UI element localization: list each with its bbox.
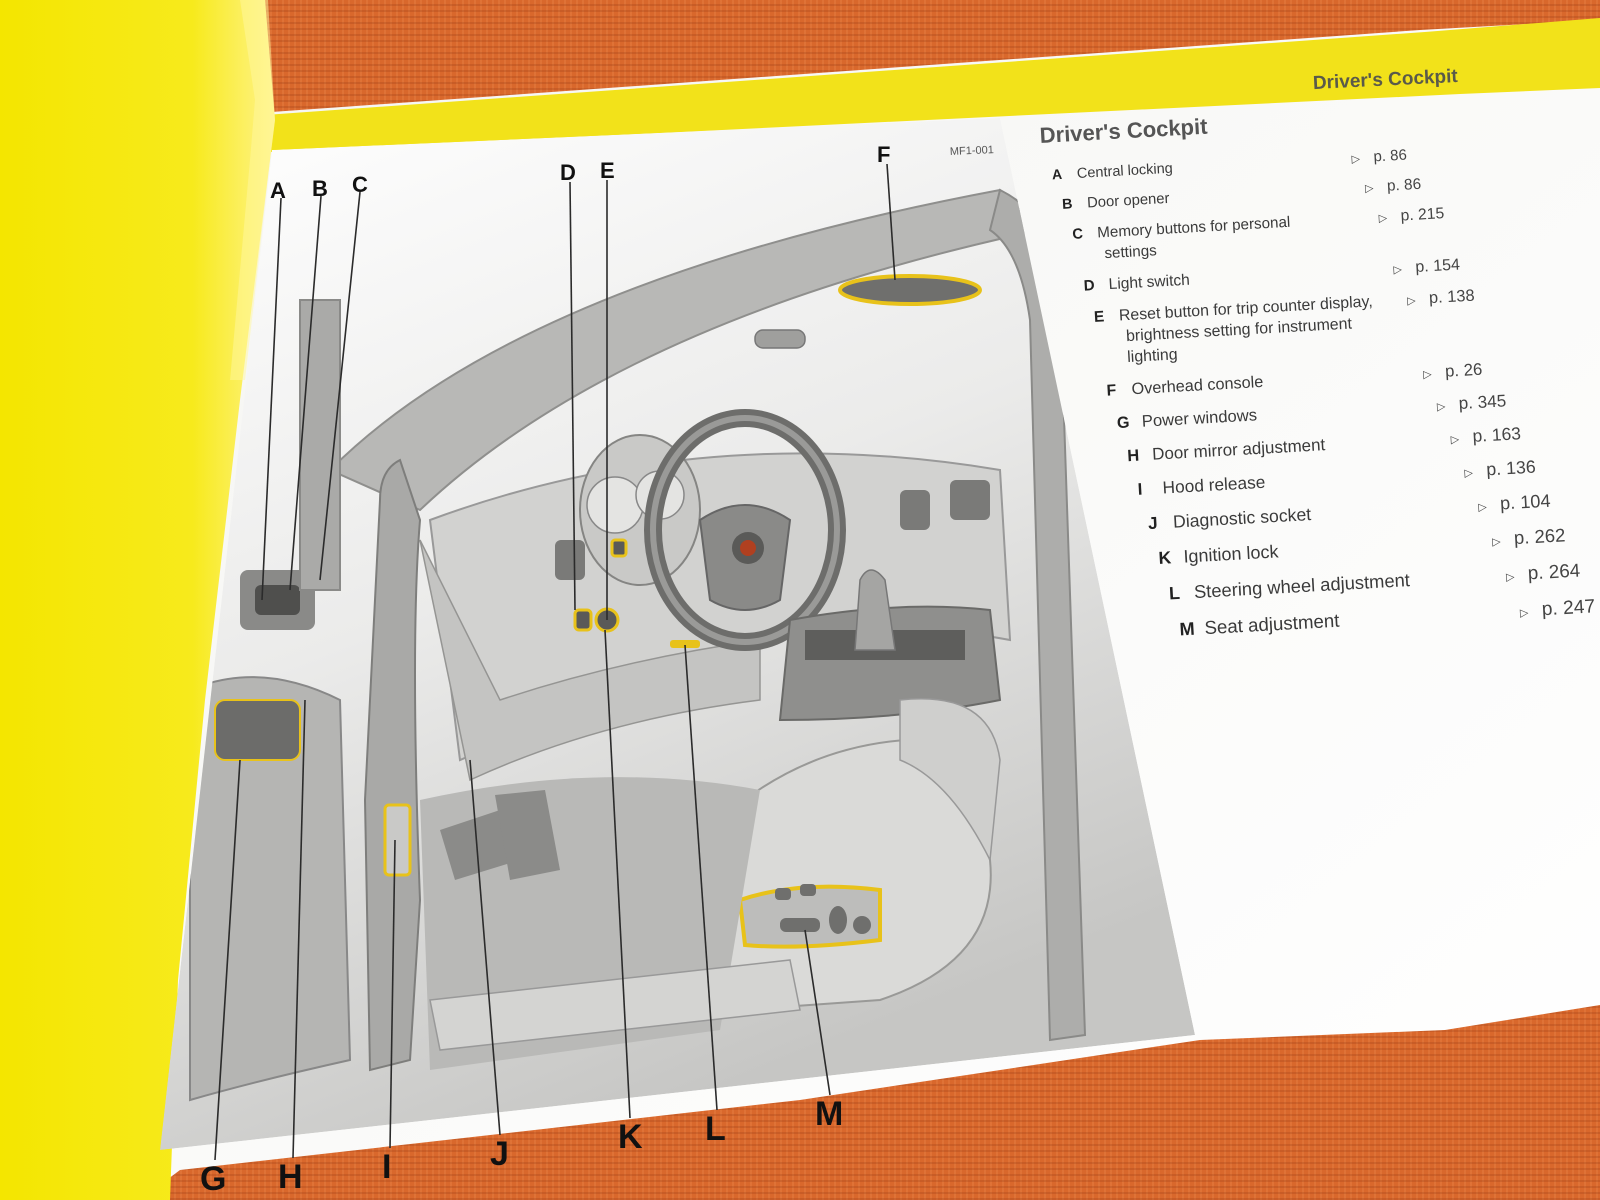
callout-l: L	[705, 1110, 726, 1148]
legend-description: Light switch	[1108, 272, 1190, 294]
page-reference: p. 345	[1458, 391, 1507, 413]
page-reference: p. 136	[1486, 457, 1537, 480]
page-ref-arrow-icon: ▷	[1520, 607, 1530, 619]
page-ref-arrow-icon: ▷	[1478, 501, 1488, 513]
legend-item-a: A Central locking ▷ p. 86	[1051, 147, 1407, 183]
legend-letter: F	[1106, 382, 1117, 400]
legend-letter: J	[1147, 513, 1158, 534]
callout-a: A	[270, 178, 286, 203]
legend-letter: B	[1062, 196, 1073, 213]
legend-description: Door opener	[1087, 191, 1170, 212]
page-ref-arrow-icon: ▷	[1407, 295, 1417, 307]
callout-c: C	[352, 172, 368, 197]
legend-letter: G	[1116, 413, 1130, 432]
page-reference: p. 163	[1472, 423, 1522, 446]
callout-i: I	[382, 1148, 391, 1186]
legend-letter: K	[1158, 547, 1172, 568]
legend-description: settings	[1104, 242, 1158, 262]
legend-letter: H	[1127, 447, 1140, 466]
page-reference: p. 154	[1415, 256, 1461, 276]
page-ref-arrow-icon: ▷	[1365, 182, 1375, 194]
page-reference: p. 247	[1541, 596, 1595, 620]
page-ref-arrow-icon: ▷	[1423, 368, 1433, 380]
callout-d: D	[560, 160, 576, 185]
page-ref-arrow-icon: ▷	[1492, 536, 1502, 548]
page-ref-arrow-icon: ▷	[1378, 212, 1388, 224]
page-ref-arrow-icon: ▷	[1351, 153, 1361, 165]
legend-letter: E	[1094, 308, 1105, 326]
page-ref-arrow-icon: ▷	[1450, 434, 1460, 446]
legend-letter: C	[1072, 226, 1084, 243]
legend-letter: A	[1051, 166, 1062, 183]
page-reference: p. 26	[1445, 360, 1483, 381]
callout-b: B	[312, 176, 328, 201]
page-reference: p. 86	[1373, 147, 1407, 166]
page-ref-arrow-icon: ▷	[1464, 467, 1474, 479]
page-reference: p. 264	[1527, 560, 1580, 584]
legend-letter: I	[1137, 480, 1143, 499]
page-ref-arrow-icon: ▷	[1393, 264, 1403, 276]
page-reference: p. 215	[1400, 205, 1445, 224]
page-ref-arrow-icon: ▷	[1437, 401, 1447, 413]
header-band	[265, 18, 1600, 152]
callout-e: E	[600, 158, 615, 183]
page-reference: p. 262	[1513, 524, 1566, 548]
callout-m: M	[815, 1095, 843, 1133]
legend-letter: M	[1179, 619, 1195, 640]
page-reference: p. 86	[1387, 176, 1422, 195]
legend-letter: L	[1168, 583, 1180, 604]
cockpit-illustration	[160, 118, 1195, 1150]
legend-description: Central locking	[1077, 161, 1174, 182]
legend-item-b: B Door opener ▷ p. 86	[1062, 176, 1422, 213]
callout-k: K	[618, 1118, 643, 1156]
callout-f: F	[877, 142, 890, 167]
page-reference: p. 138	[1429, 287, 1476, 308]
callout-g: G	[200, 1160, 226, 1198]
callout-h: H	[278, 1158, 303, 1196]
legend-item-d: D Light switch ▷ p. 154	[1083, 256, 1460, 295]
figure-code: MF1-001	[950, 144, 995, 158]
page-reference: p. 104	[1500, 491, 1551, 514]
yellow-cover-fold	[0, 0, 275, 1200]
legend-description: lighting	[1127, 346, 1178, 366]
legend-letter: D	[1083, 277, 1095, 295]
callout-j: J	[490, 1135, 509, 1173]
callout-leaders	[214, 163, 896, 1161]
page-ref-arrow-icon: ▷	[1506, 571, 1516, 583]
